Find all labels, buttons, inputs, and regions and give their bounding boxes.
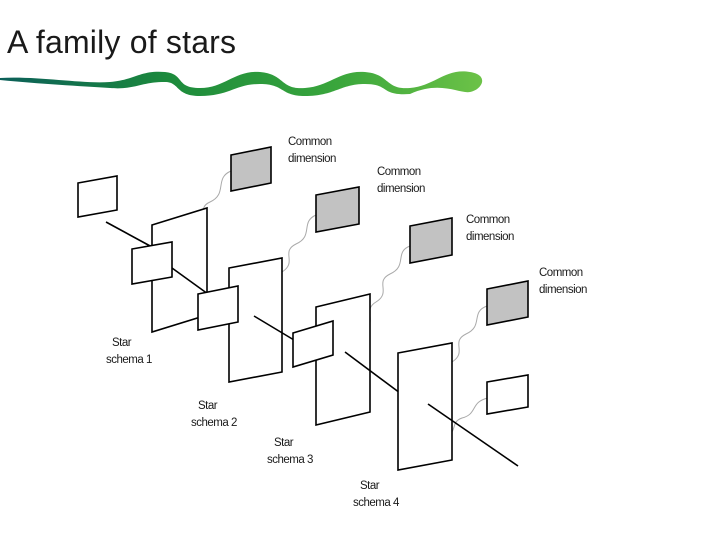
star-link <box>427 403 519 467</box>
common-dimension-label: Common dimension <box>288 136 336 165</box>
fact-table-schema-3 <box>315 292 371 427</box>
dimension-table <box>131 241 173 285</box>
common-dimension-table <box>486 280 529 326</box>
common-dimension-table <box>230 146 272 192</box>
star-schema-label: Star schema 2 <box>191 400 237 429</box>
slide-title: A family of stars <box>7 24 237 60</box>
star-schema-label: Star schema 1 <box>106 337 152 366</box>
common-dimension-label: Common dimension <box>377 166 425 195</box>
common-dimension-label: Common dimension <box>539 267 587 296</box>
star-link <box>253 315 295 341</box>
common-dimension-table <box>409 217 453 264</box>
star-schema-label: Star schema 4 <box>353 480 400 509</box>
star-link <box>344 351 401 394</box>
fact-table-schema-4 <box>397 342 453 471</box>
decorative-wave-banner <box>0 71 483 96</box>
dimension-table <box>486 374 529 415</box>
wave-stroke <box>0 71 483 96</box>
star-link <box>171 267 209 295</box>
dimension-table <box>77 175 118 218</box>
common-dimension-label: Common dimension <box>466 214 514 243</box>
star-schema-label: Star schema 3 <box>267 437 313 466</box>
fact-table-schema-2 <box>228 257 283 383</box>
dimension-table <box>197 285 239 331</box>
dimension-table <box>292 319 334 369</box>
star-link <box>105 221 153 248</box>
common-dimension-table <box>315 186 360 233</box>
